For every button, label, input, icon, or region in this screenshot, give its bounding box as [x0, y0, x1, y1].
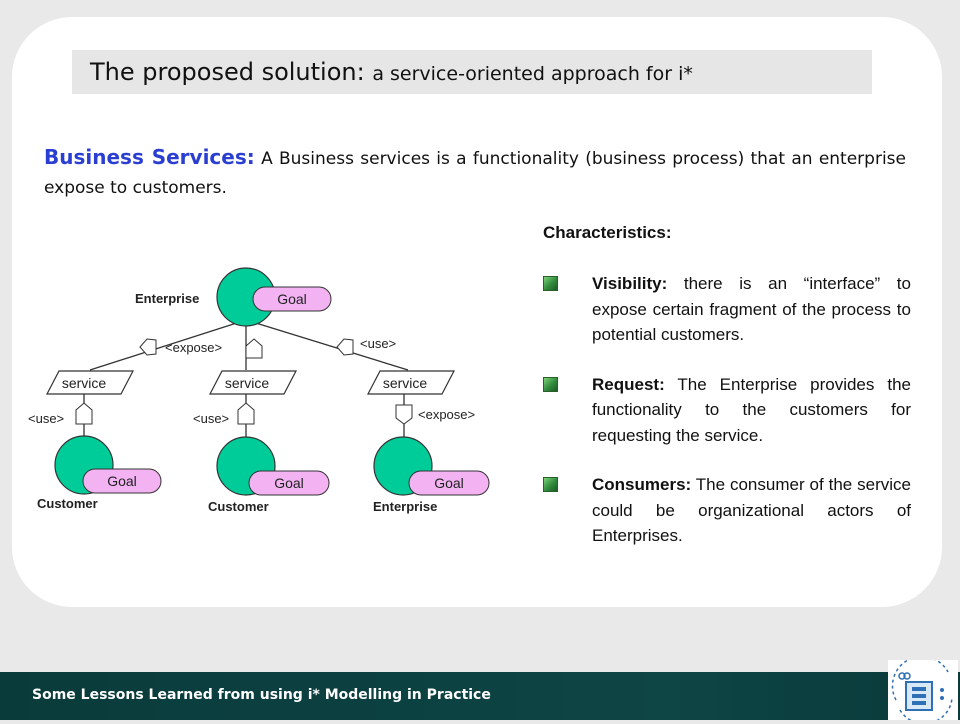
dependency-marker: [395, 404, 413, 425]
characteristic-text: The Enterprise provides the functionalit…: [592, 374, 911, 445]
definition-text: A Business services is a functionality (…: [44, 149, 906, 198]
characteristic-text: The consumer of the service could be org…: [592, 475, 911, 545]
link-line: [89, 319, 247, 371]
service-label: service: [383, 375, 428, 391]
characteristic-item-request: Request: The Enterprise provides the fun…: [543, 372, 911, 449]
goal-label: Goal: [107, 473, 137, 489]
goal-box: [248, 470, 330, 496]
service-parallelogram: [209, 370, 297, 395]
content-panel: [12, 17, 942, 607]
characteristic-term: Request:: [592, 374, 665, 394]
dependency-marker: [75, 402, 93, 425]
dependency-marker: [336, 338, 354, 356]
goal-label: Goal: [277, 291, 307, 307]
slide-title: The proposed solution: a service-oriente…: [90, 58, 693, 86]
actor-name: Enterprise: [135, 291, 199, 306]
link-label: <use>: [360, 336, 396, 351]
bullet-icon: [543, 276, 558, 291]
actor-name: Enterprise: [373, 499, 437, 514]
service-parallelogram: [46, 370, 134, 395]
goal-box: [252, 286, 332, 312]
dependency-marker: [237, 402, 255, 425]
title-subtitle: a service-oriented approach for i*: [372, 63, 693, 85]
characteristic-term: Consumers:: [592, 475, 692, 494]
link-label: <use>: [28, 411, 64, 426]
title-bar: The proposed solution: a service-oriente…: [72, 50, 872, 94]
definition-label: Business Services:: [44, 145, 255, 169]
service-label: service: [225, 375, 270, 391]
goal-label: Goal: [274, 475, 304, 491]
characteristic-term: Visibility:: [592, 274, 668, 293]
service-label: service: [62, 375, 107, 391]
actor-name: Customer: [208, 499, 269, 514]
characteristic-item-visibility: Visibility: there is an “interface” to e…: [543, 271, 911, 348]
footer-bar: Some Lessons Learned from using i* Model…: [0, 672, 960, 720]
link-label: <expose>: [418, 407, 475, 422]
business-services-definition: Business Services: A Business services i…: [44, 143, 906, 203]
service-parallelogram: [367, 370, 455, 395]
goal-label: Goal: [434, 475, 464, 491]
characteristic-item-consumers: Consumers: The consumer of the service c…: [543, 472, 911, 549]
goal-box: [408, 470, 490, 496]
characteristics-heading: Characteristics:: [543, 223, 672, 242]
bullet-icon: [543, 477, 558, 492]
link-line: [245, 319, 409, 371]
link-label: <expose>: [165, 340, 222, 355]
link-label: <use>: [193, 411, 229, 426]
characteristics-panel: Characteristics: Visibility: there is an…: [543, 223, 911, 573]
characteristic-text: there is an “interface” to expose certai…: [592, 274, 911, 344]
footer-title: Some Lessons Learned from using i* Model…: [32, 687, 491, 703]
actor-name: Customer: [37, 496, 98, 511]
dependency-marker: [245, 338, 263, 359]
om-group-logo-icon: [888, 655, 958, 724]
bullet-icon: [543, 376, 558, 392]
goal-box: [82, 468, 162, 494]
title-main: The proposed solution:: [90, 58, 373, 86]
dependency-marker: [139, 338, 157, 356]
